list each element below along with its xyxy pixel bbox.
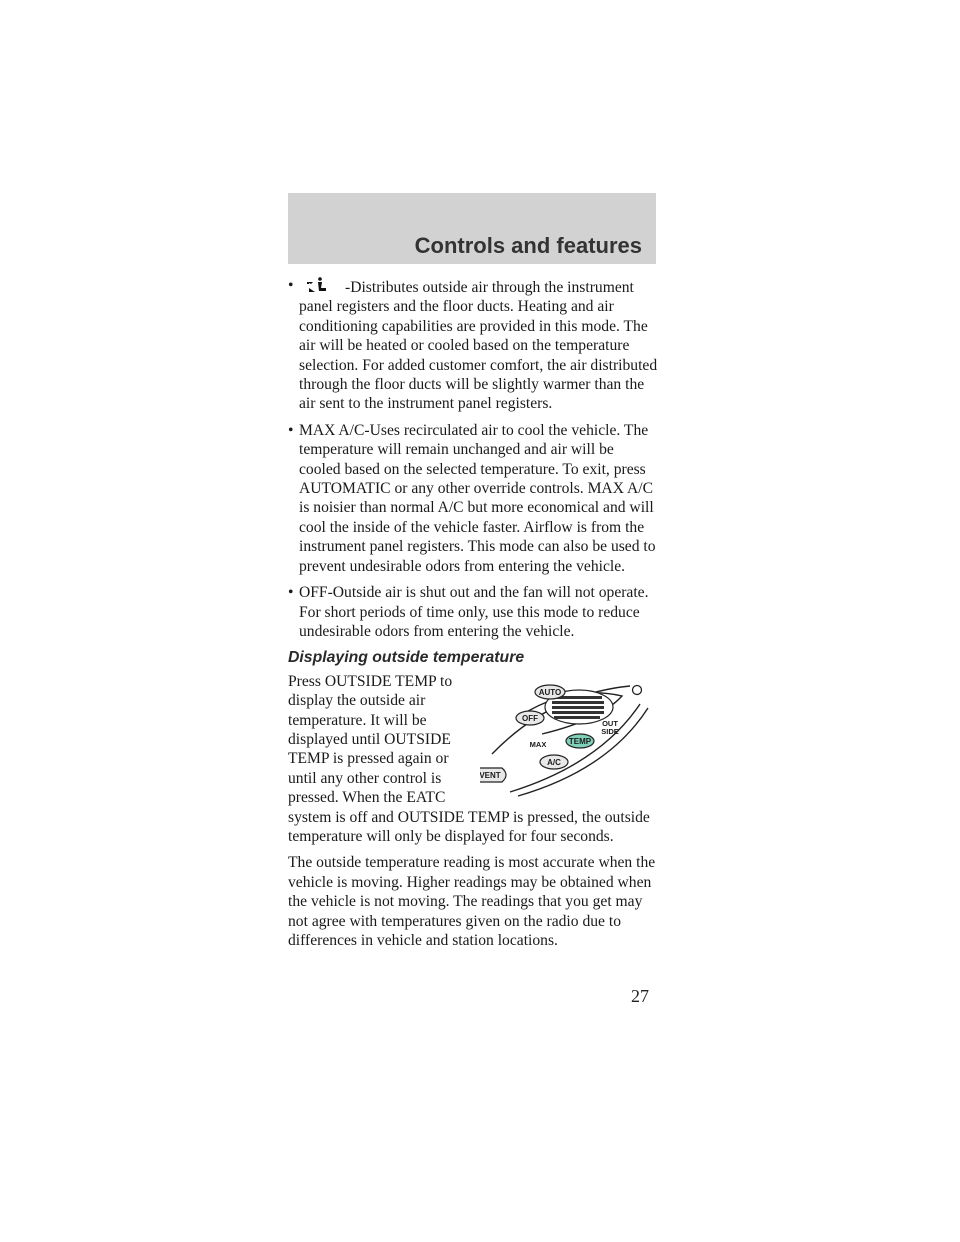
display-grille	[544, 689, 614, 725]
ac-button[interactable]: A/C	[539, 754, 569, 770]
climate-control-panel-illustration: AUTO OFF MAX TEMP OUT SIDE	[480, 674, 658, 798]
bullet-off: • OFF-Outside air is shut out and the fa…	[288, 583, 658, 641]
floor-panel-mode-icon	[307, 277, 326, 292]
svg-text:TEMP: TEMP	[569, 737, 592, 746]
paragraph-accuracy: The outside temperature reading is most …	[288, 854, 656, 949]
out-label: OUT	[602, 719, 618, 728]
bullet-floor-panel-mode: • -Distributes outside air through the i…	[288, 276, 658, 414]
section-heading: Displaying outside temperature	[288, 649, 525, 667]
page-content: • -Distributes outside air through the i…	[288, 276, 658, 957]
off-button[interactable]: OFF	[515, 710, 545, 726]
page-number: 27	[631, 986, 649, 1006]
bullet-dot: •	[288, 421, 294, 439]
outside-temp-button[interactable]: TEMP	[565, 733, 595, 749]
vent-button[interactable]: VENT	[480, 767, 507, 783]
bullet-text: OFF-Outside air is shut out and the fan …	[299, 584, 649, 640]
svg-text:OFF: OFF	[522, 714, 538, 723]
paragraph-text: Press OUTSIDE TEMP to display the outsid…	[288, 672, 650, 845]
bullet-text: -Distributes outside air through the ins…	[299, 279, 658, 413]
max-label: MAX	[530, 740, 547, 749]
side-label: SIDE	[601, 727, 619, 736]
climate-panel-svg: AUTO OFF MAX TEMP OUT SIDE	[480, 684, 649, 797]
auto-button[interactable]: AUTO	[534, 684, 566, 700]
svg-text:VENT: VENT	[480, 771, 501, 780]
paragraph-outside-temp: AUTO OFF MAX TEMP OUT SIDE	[288, 672, 658, 847]
bullet-dot: •	[288, 584, 294, 602]
bullet-max-ac: • MAX A/C-Uses recirculated air to cool …	[288, 421, 658, 576]
bullet-dot: •	[288, 277, 294, 294]
temp-button-shape	[565, 733, 595, 749]
bullet-text: MAX A/C-Uses recirculated air to cool th…	[299, 421, 656, 575]
section-title: Controls and features	[414, 233, 642, 258]
indicator-light	[631, 684, 643, 695]
svg-text:AUTO: AUTO	[539, 688, 562, 697]
section-header: Controls and features	[288, 193, 656, 264]
svg-text:A/C: A/C	[547, 758, 561, 767]
